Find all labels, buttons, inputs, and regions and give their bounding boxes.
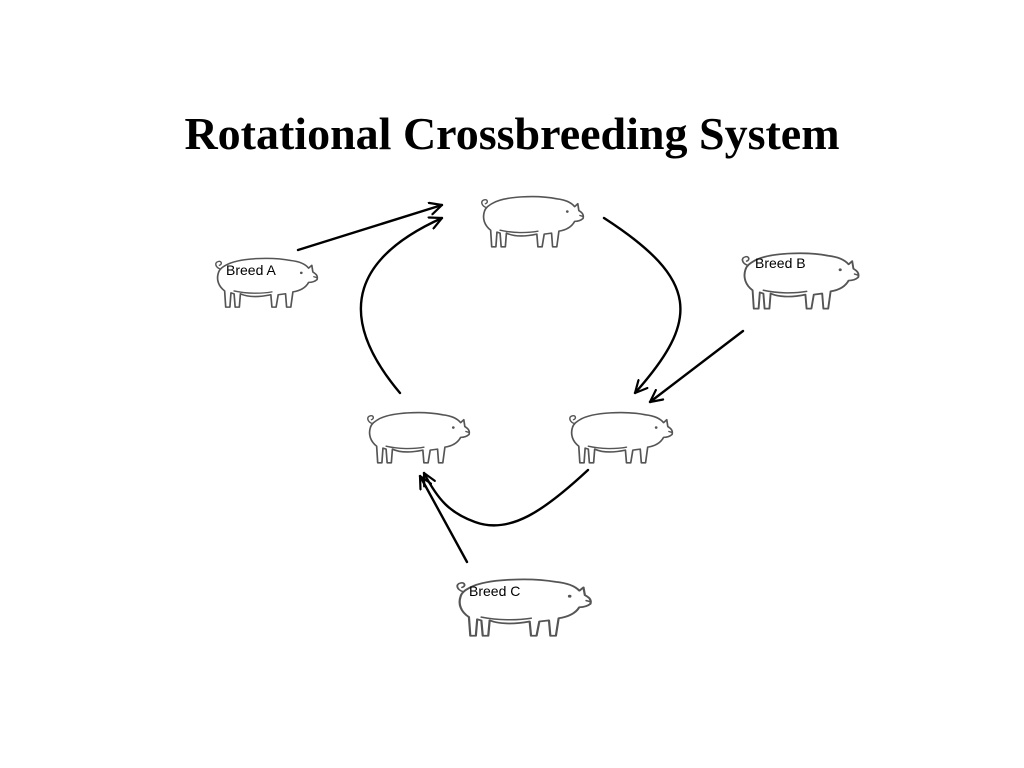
crossbred-pig-right bbox=[568, 411, 674, 464]
arrow-breed-a-to-top bbox=[296, 205, 444, 252]
pig-icon bbox=[568, 411, 674, 464]
breed-b-label: Breed B bbox=[755, 255, 806, 271]
arrow-right-to-left bbox=[422, 468, 590, 527]
crossbred-pig-left bbox=[366, 411, 471, 464]
breed-b-pig: Breed B bbox=[741, 252, 860, 310]
breed-a-pig: Breed A bbox=[214, 257, 319, 308]
crossbred-pig-top bbox=[480, 195, 585, 248]
arrow-top-to-right bbox=[602, 216, 682, 395]
page-title: Rotational Crossbreeding System bbox=[184, 108, 840, 159]
breed-c-pig: Breed C bbox=[456, 578, 592, 637]
arrow-breed-c-to-left bbox=[418, 474, 469, 564]
pig-icon bbox=[480, 195, 585, 248]
arrow-breed-b-to-right bbox=[648, 329, 745, 404]
pig-icon bbox=[366, 411, 471, 464]
breed-c-label: Breed C bbox=[469, 583, 520, 599]
arrow-left-to-top bbox=[359, 218, 444, 395]
breed-a-label: Breed A bbox=[226, 262, 276, 278]
